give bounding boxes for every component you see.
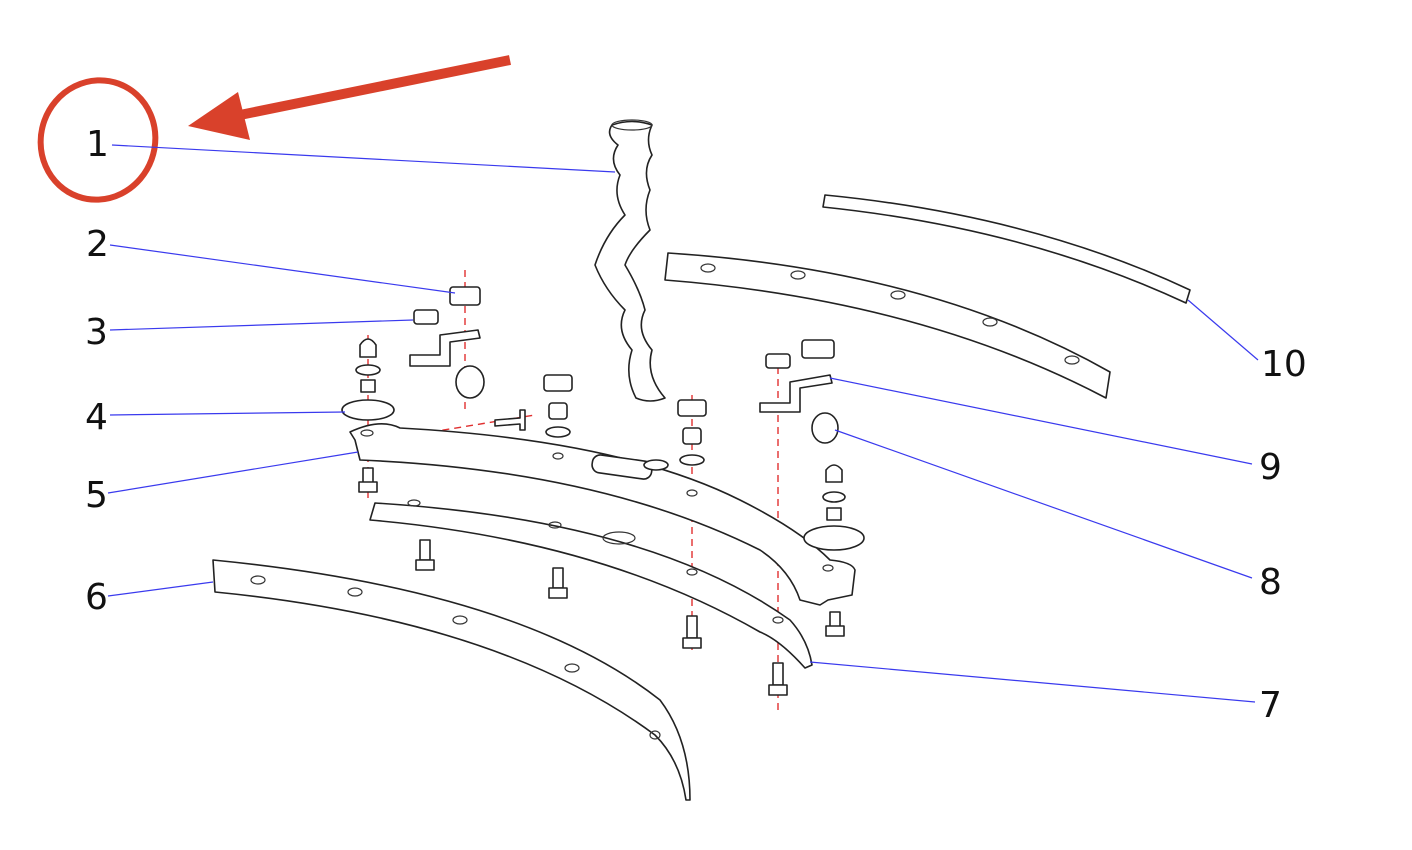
part-front-blade [212,559,691,801]
callout-10[interactable]: 10 [1261,344,1307,385]
part-squeegee-frame [349,423,856,606]
callout-4[interactable]: 4 [85,397,108,438]
callout-6[interactable]: 6 [85,577,108,618]
callout-1[interactable]: 1 [86,124,109,165]
callout-9[interactable]: 9 [1259,447,1282,488]
callout-2[interactable]: 2 [86,224,109,265]
part-rear-blade [822,194,1191,304]
hardware [341,286,865,696]
highlight-arrow [188,55,511,140]
highlight-circle [37,77,159,203]
callout-5[interactable]: 5 [85,475,108,516]
callout-7[interactable]: 7 [1259,685,1282,726]
part-blade-strip [369,499,813,669]
callout-8[interactable]: 8 [1259,562,1282,603]
leader-lines [107,144,1259,703]
part-blade-with-holes [664,252,1111,399]
callout-3[interactable]: 3 [85,312,108,353]
part-hose [594,119,666,402]
